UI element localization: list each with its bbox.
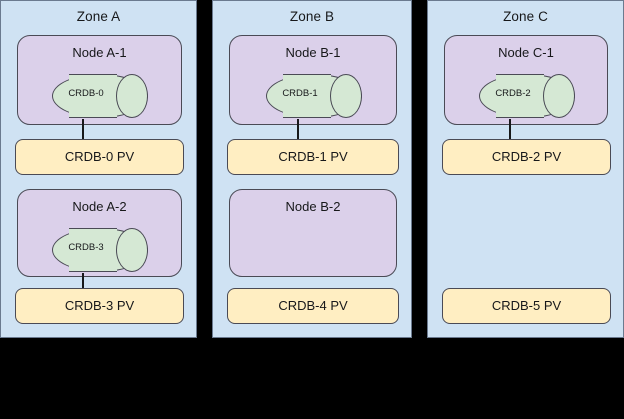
node-box-b2[interactable]: Node B-2 [229, 189, 397, 277]
pod-label-crdb-2: CRDB-2 [495, 88, 531, 99]
zone-title-b: Zone B [289, 9, 335, 24]
zone-title-c: Zone C [503, 9, 548, 24]
pv-label-crdb-5: CRDB-5 PV [491, 298, 562, 313]
pv-label-crdb-3: CRDB-3 PV [64, 298, 135, 313]
pv-box-crdb-4[interactable]: CRDB-4 PV [227, 288, 399, 324]
zone-panel-c[interactable]: Zone C Node C-1 CRDB-2 CRDB-2 PV CRDB-5 … [427, 0, 624, 338]
connector-crdb-1-to-pv [297, 119, 299, 141]
connector-crdb-3-to-pv [82, 273, 84, 291]
node-label-b1: Node B-1 [285, 45, 341, 60]
zone-panel-a[interactable]: Zone A Node A-1 CRDB-0 CRDB-0 PV Node A-… [0, 0, 197, 338]
cylinder-cap [330, 74, 362, 118]
pod-cylinder-crdb-0[interactable]: CRDB-0 [52, 74, 148, 118]
pv-box-crdb-2[interactable]: CRDB-2 PV [442, 139, 611, 175]
cylinder-cap [116, 228, 148, 272]
connector-crdb-2-to-pv [509, 119, 511, 141]
pod-label-crdb-1: CRDB-1 [282, 88, 318, 99]
pv-label-crdb-0: CRDB-0 PV [64, 149, 135, 164]
node-label-a2: Node A-2 [72, 199, 127, 214]
cylinder-cap [116, 74, 148, 118]
pv-box-crdb-1[interactable]: CRDB-1 PV [227, 139, 399, 175]
pv-label-crdb-1: CRDB-1 PV [278, 149, 348, 164]
node-box-a2[interactable]: Node A-2 CRDB-3 [17, 189, 182, 277]
pod-cylinder-crdb-1[interactable]: CRDB-1 [266, 74, 362, 118]
node-box-c1[interactable]: Node C-1 CRDB-2 [444, 35, 608, 125]
pod-cylinder-crdb-3[interactable]: CRDB-3 [52, 228, 148, 272]
node-label-a1: Node A-1 [72, 45, 127, 60]
pv-box-crdb-5[interactable]: CRDB-5 PV [442, 288, 611, 324]
pod-label-crdb-3: CRDB-3 [68, 242, 104, 253]
pv-label-crdb-4: CRDB-4 PV [278, 298, 348, 313]
node-label-c1: Node C-1 [498, 45, 554, 60]
pv-box-crdb-3[interactable]: CRDB-3 PV [15, 288, 184, 324]
cylinder-cap [543, 74, 575, 118]
node-box-b1[interactable]: Node B-1 CRDB-1 [229, 35, 397, 125]
zone-panel-b[interactable]: Zone B Node B-1 CRDB-1 CRDB-1 PV Node B-… [212, 0, 412, 338]
connector-crdb-0-to-pv [82, 119, 84, 141]
pv-box-crdb-0[interactable]: CRDB-0 PV [15, 139, 184, 175]
pod-cylinder-crdb-2[interactable]: CRDB-2 [479, 74, 575, 118]
node-label-b2: Node B-2 [285, 199, 341, 214]
pv-label-crdb-2: CRDB-2 PV [491, 149, 562, 164]
zone-title-a: Zone A [76, 9, 121, 24]
node-box-a1[interactable]: Node A-1 CRDB-0 [17, 35, 182, 125]
pod-label-crdb-0: CRDB-0 [68, 88, 104, 99]
